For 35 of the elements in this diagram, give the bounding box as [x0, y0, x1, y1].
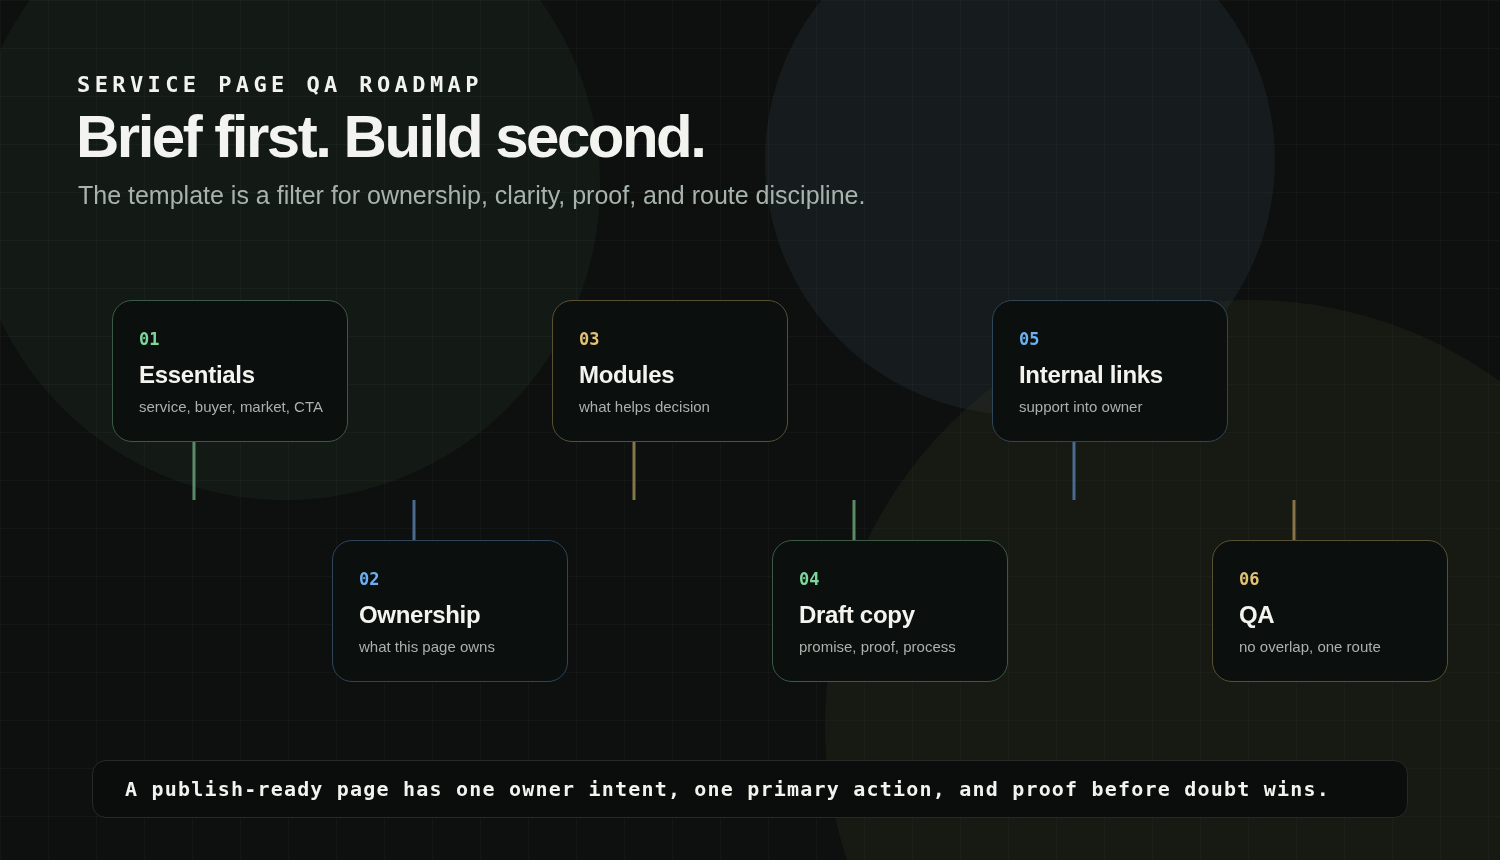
- step-description: promise, proof, process: [799, 637, 956, 657]
- step-title: QA: [1239, 601, 1275, 629]
- step-card: [1212, 540, 1448, 682]
- step-number: 04: [799, 569, 820, 589]
- step-card: [552, 300, 788, 442]
- kicker-text: SERVICE PAGE QA ROADMAP: [77, 74, 483, 96]
- step-number: 02: [359, 569, 380, 589]
- step-card: [112, 300, 348, 442]
- connector-line: [192, 442, 196, 500]
- step-description: what this page owns: [359, 637, 495, 657]
- step-description: service, buyer, market, CTA: [139, 397, 323, 417]
- summary-banner: [92, 760, 1408, 818]
- step-card: [772, 540, 1008, 682]
- step-number: 03: [579, 329, 600, 349]
- connector-line: [1292, 500, 1296, 540]
- step-description: what helps decision: [579, 397, 710, 417]
- connector-line: [412, 500, 416, 540]
- connector-line: [1072, 442, 1076, 500]
- summary-text: A publish-ready page has one owner intent, one primary action, and proof before doubt wins.: [125, 776, 1330, 803]
- step-number: 01: [139, 329, 160, 349]
- step-description: no overlap, one route: [1239, 637, 1381, 657]
- step-title: Ownership: [359, 601, 481, 629]
- connector-line: [632, 442, 636, 500]
- page-subtitle: The template is a filter for ownership, clarity, proof, and route discipline.: [78, 183, 866, 208]
- step-title: Draft copy: [799, 601, 915, 629]
- page-heading: Brief first. Build second.: [76, 107, 705, 167]
- step-number: 05: [1019, 329, 1040, 349]
- step-card: [992, 300, 1228, 442]
- connector-line: [852, 500, 856, 540]
- step-title: Essentials: [139, 361, 255, 389]
- step-number: 06: [1239, 569, 1260, 589]
- step-description: support into owner: [1019, 397, 1143, 417]
- step-title: Modules: [579, 361, 675, 389]
- step-card: [332, 540, 568, 682]
- step-title: Internal links: [1019, 361, 1163, 389]
